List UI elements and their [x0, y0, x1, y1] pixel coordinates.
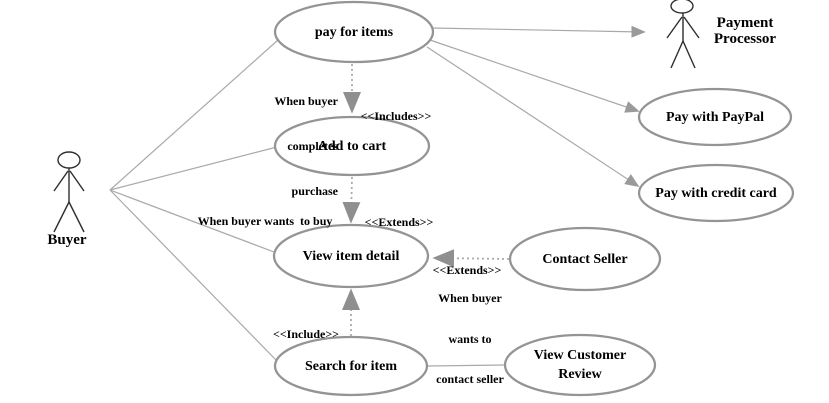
actor-label-line: Payment	[716, 15, 774, 31]
payment-processor-actor-right-arm	[683, 16, 700, 39]
use-case-label-line: Review	[558, 367, 602, 382]
actor-label-line: Processor	[713, 31, 777, 47]
note-line: purchase	[291, 184, 338, 198]
assoc-buyer-view-item-detail	[109, 189, 275, 253]
stereotype-text: <<Include>>	[272, 327, 340, 341]
assoc-buyer-search-for-item	[109, 189, 277, 361]
use-case-label: Add to cart	[317, 138, 387, 154]
pay-for-items-arrows	[426, 25, 646, 187]
buyer-actor-left-leg	[53, 201, 70, 233]
use-case-view-item-detail: View item detail	[274, 225, 428, 287]
ellipse-view-customer-review	[503, 333, 657, 397]
stereotype-include: <<Include>>	[256, 301, 356, 369]
note-when-buyer-completes-purchase: When buyer completes purchase	[223, 64, 338, 229]
note-line: contact seller	[436, 372, 504, 386]
ellipse-pay-with-paypal	[637, 87, 793, 147]
use-case-label: View item detail	[302, 248, 400, 264]
assoc-buyer-pay-for-items	[109, 39, 279, 191]
use-case-label: pay for items	[314, 24, 394, 40]
use-case-search-for-item: Search for item	[275, 337, 427, 395]
note-line: When buyer wants to buy	[197, 214, 333, 228]
payment-processor-actor-figure	[666, 0, 700, 69]
payment-processor-actor-left-leg	[670, 40, 684, 69]
ellipse-pay-with-credit-card	[637, 163, 795, 223]
stereotype-arrows	[342, 64, 510, 336]
payment-processor-actor-right-leg	[682, 40, 696, 69]
stereotype-includes: <<Includes>>	[346, 83, 446, 151]
use-case-pay-with-credit-card: Pay with credit card	[639, 165, 793, 221]
arrow-pay-for-items-payment-processor	[431, 25, 646, 38]
buyer-actor-figure	[53, 151, 85, 233]
ellipse-pay-for-items	[273, 0, 435, 64]
note-line: completes	[287, 139, 338, 153]
use-case-add-to-cart: Add to cart	[275, 117, 429, 175]
buyer-actor-head	[57, 151, 81, 169]
actor-label-text: Buyer	[47, 232, 87, 248]
ellipse-search-for-item	[273, 335, 429, 397]
stereotype-text: <<Extends>>	[364, 215, 434, 229]
payment-processor-actor-label: Payment Processor	[695, 14, 795, 48]
buyer-associations	[109, 39, 279, 361]
ellipse-add-to-cart	[273, 115, 431, 177]
payment-processor-actor-head	[670, 0, 694, 14]
extends-arrow-add-to-cart-view-item-detail	[342, 176, 361, 224]
assoc-buyer-add-to-cart	[109, 146, 278, 191]
note-line: When buyer	[274, 94, 338, 108]
use-case-label: Pay with PayPal	[666, 109, 764, 125]
use-case-ellipses	[272, 0, 795, 397]
buyer-actor-label: Buyer	[27, 231, 107, 249]
buyer-actor-left-arm	[53, 170, 69, 192]
buyer-actor-right-arm	[69, 170, 85, 192]
stereotype-extends-mid: <<Extends>>	[349, 189, 449, 257]
buyer-actor-right-leg	[68, 201, 85, 233]
note-when-buyer-wants-to-buy: When buyer wants to buy	[185, 188, 345, 256]
use-case-pay-with-paypal: Pay with PayPal	[639, 89, 791, 145]
stereotype-text: <<Extends>>	[432, 263, 502, 277]
payment-processor-actor-left-arm	[666, 16, 683, 39]
arrow-pay-for-items-pay-with-paypal	[429, 39, 640, 113]
use-case-view-customer-review: View Customer Review	[505, 335, 655, 395]
note-line: When buyer	[438, 291, 502, 305]
note-when-buyer-wants-to-contact-seller: When buyer wants to contact seller	[405, 265, 535, 403]
assoc-search-for-item-view-customer-review	[426, 364, 506, 367]
stereotype-extends-right: <<Extends>>	[417, 237, 517, 305]
ellipse-view-item-detail	[272, 223, 430, 289]
extends-arrow-contact-seller-view-item-detail	[432, 249, 510, 268]
note-line: wants to	[448, 331, 492, 346]
use-case-label: Pay with credit card	[655, 185, 777, 201]
stereotype-text: <<Includes>>	[360, 109, 432, 123]
use-case-label: Contact Seller	[542, 251, 628, 267]
ellipse-contact-seller	[508, 226, 662, 292]
use-case-pay-for-items: pay for items	[275, 2, 433, 62]
use-case-label-line: View Customer	[533, 348, 627, 363]
use-case-label: Search for item	[304, 358, 397, 374]
use-case-contact-seller: Contact Seller	[510, 228, 660, 290]
arrow-pay-for-items-pay-with-credit-card	[426, 46, 640, 187]
